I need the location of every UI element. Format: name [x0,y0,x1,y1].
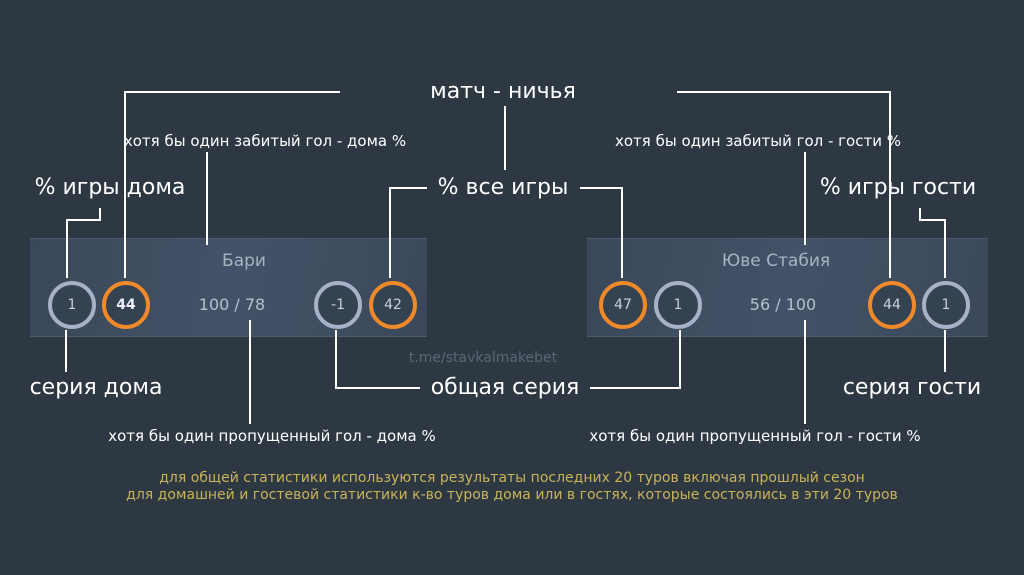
away-streak-badge: 1 [922,281,970,329]
home-games-label: % игры дома [34,175,186,200]
home-total-streak-badge: -1 [314,281,362,329]
conceded-home-label: хотя бы один пропущенный гол - дома % [108,427,436,445]
away-team-panel: Юве Стабия 47 1 56 / 100 44 1 [587,238,988,337]
home-team-name: Бари [222,251,266,271]
all-games-label: % все игры [437,175,569,200]
away-games-label: % игры гости [819,175,977,200]
away-all-games-pct-badge: 47 [599,281,647,329]
away-team-name: Юве Стабия [721,251,831,271]
scored-home-label: хотя бы один забитый гол - дома % [123,132,407,150]
home-streak-badge: 1 [48,281,96,329]
home-games-pct-badge: 44 [102,281,150,329]
away-total-streak-badge: 1 [654,281,702,329]
total-streak-label: общая серия [430,375,580,400]
note-line-2: для домашней и гостевой статистики к-во … [126,487,898,503]
away-games-pct-badge: 44 [868,281,916,329]
draw-label: матч - ничья [430,79,576,104]
home-all-games-pct-badge: 42 [369,281,417,329]
away-streak-label: серия гости [842,375,982,400]
home-team-panel: Бари 1 44 100 / 78 -1 42 [30,238,427,337]
scored-away-label: хотя бы один забитый гол - гости % [615,132,901,150]
home-streak-label: серия дома [29,375,163,400]
note-line-1: для общей статистики используются резуль… [159,470,865,486]
home-goals-pct: 100 / 78 [198,295,266,314]
conceded-away-label: хотя бы один пропущенный гол - гости % [589,427,921,445]
watermark: t.me/stavkalmakebet [408,350,558,366]
away-goals-pct: 56 / 100 [749,295,817,314]
